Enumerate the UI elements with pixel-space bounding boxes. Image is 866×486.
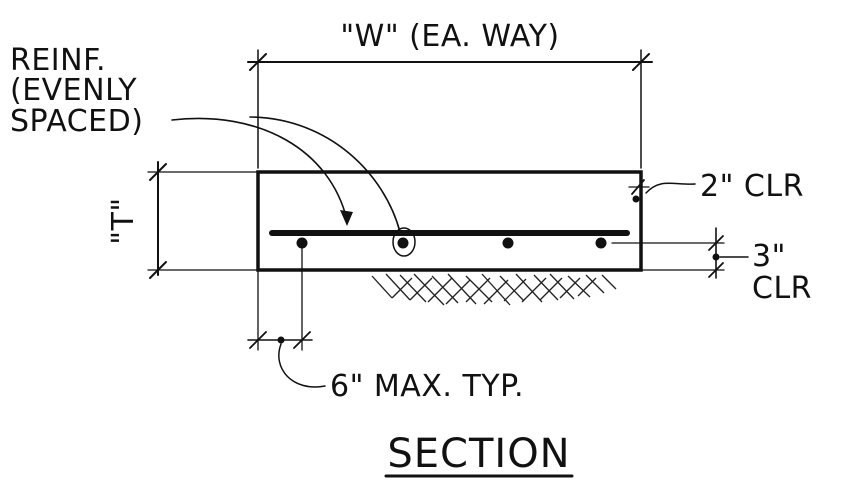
edge-spacing-dimension <box>247 242 326 388</box>
reinf-label-line3: SPACED) <box>10 104 143 139</box>
rebar-dot <box>397 237 409 249</box>
bottom-clear-label-line1: 3" <box>752 239 786 274</box>
thickness-label: "T" <box>106 197 141 244</box>
earth-hatch <box>371 273 617 306</box>
top-clear-label: 2" CLR <box>700 169 804 204</box>
reinf-leader <box>171 116 401 233</box>
section-title: SECTION <box>387 431 570 477</box>
width-label: "W" (EA. WAY) <box>340 19 559 54</box>
rebar-dot <box>502 237 514 249</box>
edge-spacing-label: 6" MAX. TYP. <box>330 369 524 404</box>
slab-outline <box>256 170 643 272</box>
rebar-dot <box>595 237 607 249</box>
bottom-clear-dimension <box>611 227 749 279</box>
rebar-callout-circle <box>392 227 416 257</box>
bottom-clear-label-line2: CLR <box>752 271 812 306</box>
thickness-dimension <box>147 161 259 279</box>
reinf-label-line2: (EVENLY <box>10 73 137 108</box>
top-clear-dimension <box>628 179 696 203</box>
width-dimension <box>247 49 653 169</box>
reinf-label-line1: REINF. <box>10 43 106 78</box>
